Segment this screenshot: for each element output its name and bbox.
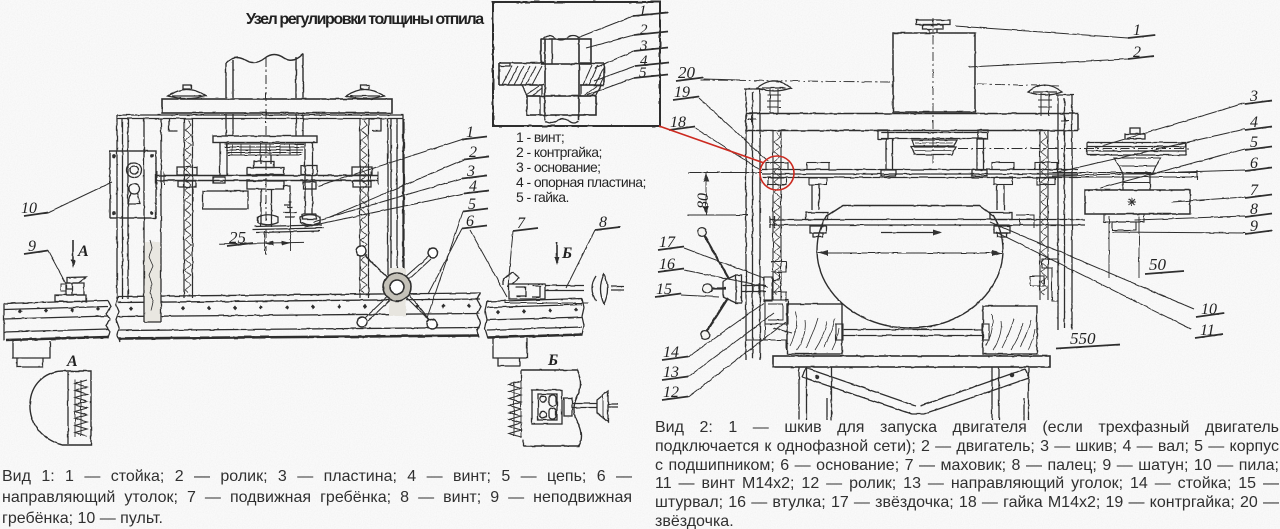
svg-text:80: 80	[695, 193, 712, 209]
svg-text:2: 2	[640, 22, 648, 38]
svg-text:9: 9	[28, 238, 36, 255]
svg-text:5: 5	[1250, 134, 1258, 151]
svg-text:3: 3	[466, 163, 475, 180]
svg-text:1: 1	[639, 3, 647, 19]
svg-text:Б: Б	[547, 352, 558, 369]
svg-text:А: А	[66, 353, 78, 370]
svg-text:9: 9	[1250, 218, 1258, 235]
svg-text:10: 10	[1201, 301, 1217, 318]
svg-text:А: А	[77, 243, 89, 260]
svg-text:2: 2	[1133, 44, 1141, 61]
svg-text:12: 12	[663, 384, 679, 401]
svg-text:4: 4	[469, 178, 477, 195]
svg-text:6: 6	[466, 213, 474, 230]
svg-text:3: 3	[1249, 88, 1258, 105]
svg-text:7: 7	[517, 215, 526, 232]
svg-text:3: 3	[639, 38, 648, 54]
svg-text:10: 10	[21, 200, 37, 217]
svg-text:8: 8	[1250, 201, 1258, 218]
svg-text:4: 4	[1250, 114, 1258, 131]
svg-text:4: 4	[640, 53, 648, 69]
svg-text:19: 19	[674, 84, 690, 101]
svg-text:13: 13	[663, 364, 679, 381]
svg-text:14: 14	[663, 344, 679, 361]
svg-text:50: 50	[1149, 255, 1167, 274]
svg-text:2: 2	[469, 144, 477, 161]
svg-text:16: 16	[659, 256, 675, 273]
svg-text:7: 7	[1250, 182, 1259, 199]
svg-text:1: 1	[466, 124, 474, 141]
svg-text:5: 5	[468, 196, 476, 213]
svg-text:6: 6	[1250, 155, 1258, 172]
svg-text:18: 18	[670, 114, 686, 131]
svg-text:17: 17	[659, 234, 676, 251]
svg-text:Б: Б	[561, 245, 572, 262]
svg-text:8: 8	[599, 214, 607, 231]
svg-text:550: 550	[1070, 329, 1096, 348]
svg-text:1: 1	[1133, 22, 1141, 39]
svg-text:5: 5	[639, 65, 647, 81]
svg-text:20: 20	[678, 63, 696, 82]
svg-text:11: 11	[1200, 322, 1215, 339]
svg-text:15: 15	[656, 281, 672, 298]
svg-text:25: 25	[229, 228, 246, 247]
